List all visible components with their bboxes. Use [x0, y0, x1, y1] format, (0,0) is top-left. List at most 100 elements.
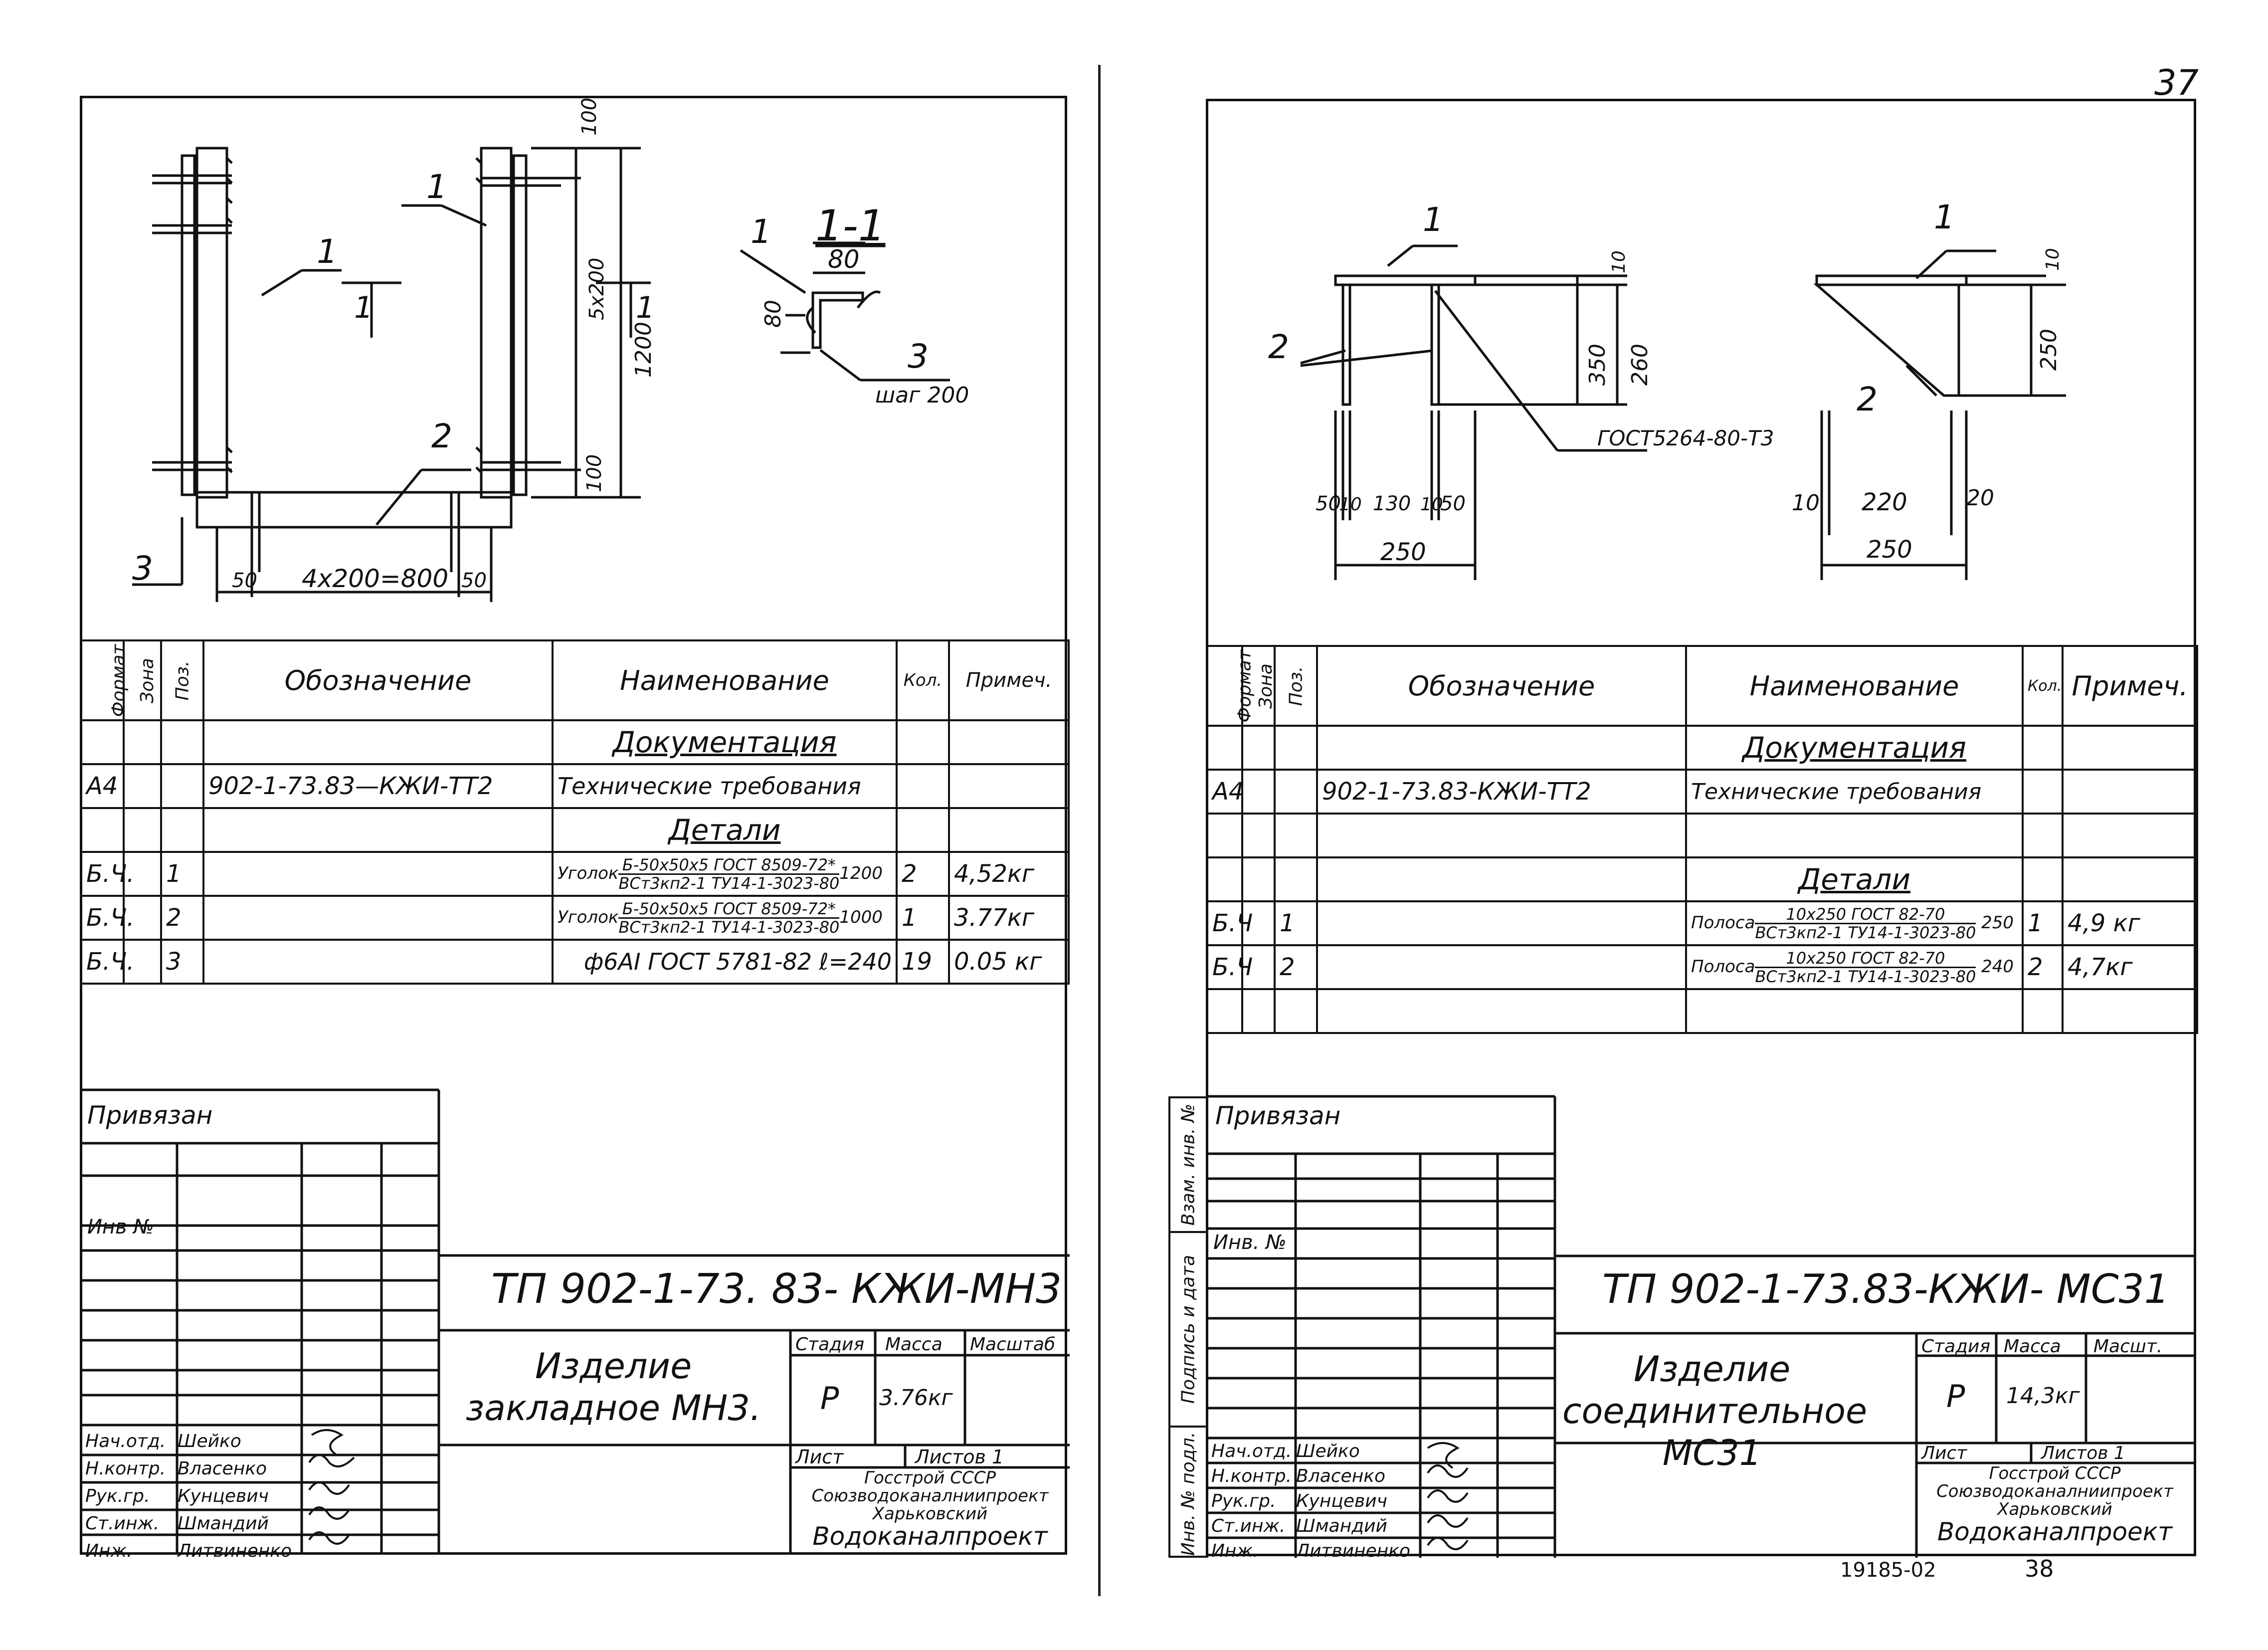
section-docs: Документация — [1685, 725, 2024, 771]
step-note: шаг 200 — [875, 383, 969, 408]
dim-4x200: 4x200=800 — [302, 564, 448, 593]
spec-header-row: Формат Зона Поз. Обозначение Наименовани… — [1206, 645, 2198, 727]
left-drawing: 1-1 100 5x200 1200 100 80 80 50 4x200=80… — [132, 98, 969, 602]
section-parts: Детали — [552, 807, 898, 853]
section-mark-a: 1 — [354, 290, 373, 325]
dim-80w: 80 — [828, 245, 860, 274]
table-row: Детали — [80, 807, 1070, 853]
dim-260: 260 — [1627, 344, 1653, 386]
callout-2b: 2 — [1857, 380, 1878, 418]
sheets-label: Листов 1 — [2041, 1443, 2125, 1463]
dim-10b: 10 — [2043, 248, 2063, 271]
mass-value: 3.76кг — [879, 1385, 953, 1411]
archive-number: 19185-02 — [1840, 1559, 1936, 1582]
dim-10a: 10 — [1609, 250, 1629, 273]
dim-250a: 250 — [1380, 538, 1426, 566]
section-angle — [811, 291, 864, 349]
stage-label: Стадия — [795, 1334, 865, 1355]
dim-10e: 10 — [1792, 490, 1820, 516]
dim-1200: 1200 — [631, 322, 656, 378]
col-name: Наименование — [552, 639, 898, 721]
plate-1 — [1334, 274, 1477, 286]
page-number: 37 — [2154, 62, 2199, 103]
mass-value: 14,3кг — [2006, 1383, 2080, 1409]
scale-label: Масштаб — [970, 1334, 1056, 1355]
page-divider — [1098, 65, 1101, 1596]
table-row — [1206, 813, 2198, 858]
right-item-name: Изделие соединительное МС31 — [1562, 1349, 1868, 1473]
col-note: Примеч. — [948, 639, 1070, 721]
dim-50a: 50 — [232, 569, 257, 592]
col-zone: Зона — [1241, 645, 1276, 727]
mass-label: Масса — [2004, 1336, 2061, 1357]
left-item-name: Изделие закладное МН3. — [465, 1346, 761, 1429]
callout-1a: 1 — [1423, 201, 1444, 239]
right-doc-code: ТП 902-1-73.83-КЖИ- МС31 — [1602, 1266, 2170, 1312]
right-post-flange — [512, 154, 528, 496]
bottom-angle — [195, 491, 513, 529]
dim-10d: 10 — [1420, 494, 1443, 515]
dim-20: 20 — [1966, 485, 1994, 511]
callout-1c: 1 — [751, 212, 771, 251]
privyazan-label: Привязан — [1215, 1101, 1341, 1130]
table-row: А4 902-1-73.83-КЖИ-ТТ2 Технические требо… — [1206, 769, 2198, 815]
col-qty: Кол. — [2022, 645, 2064, 727]
dim-5x200: 5x200 — [585, 258, 608, 320]
stage-label: Стадия — [1921, 1336, 1991, 1357]
dim-250b: 250 — [1867, 536, 1912, 564]
table-row: Детали — [1206, 856, 2198, 902]
section-title: 1-1 — [815, 201, 885, 251]
footer-page: 38 — [2025, 1555, 2054, 1582]
col-pos: Поз. — [1274, 645, 1318, 727]
left-spec-table: Формат Зона Поз. Обозначение Наименовани… — [80, 639, 1070, 985]
right-drawing: 10 350 260 10 250 50 10 130 10 50 250 10… — [1268, 198, 2066, 580]
dim-100a: 100 — [578, 98, 601, 136]
callout-1b: 1 — [426, 168, 447, 206]
dim-350: 350 — [1585, 344, 1610, 386]
dim-100b: 100 — [583, 454, 606, 492]
callout-2: 2 — [431, 417, 452, 455]
strip-2a — [1341, 283, 1351, 406]
sheets-label: Листов 1 — [915, 1446, 1004, 1468]
dim-80h: 80 — [760, 300, 786, 328]
section-docs: Документация — [552, 719, 898, 765]
org-block: Госстрой СССР Союзводоканалниипроект Хар… — [1936, 1463, 2173, 1546]
col-format: Формат — [80, 639, 129, 721]
callout-1a: 1 — [317, 232, 338, 271]
privyazan-label: Привязан — [87, 1101, 213, 1130]
left-post — [195, 147, 228, 499]
left-doc-code: ТП 902-1-73. 83- КЖИ-МН3 — [491, 1265, 1062, 1313]
inv-label: Инв № — [87, 1216, 154, 1238]
sheet-label: Лист — [1921, 1443, 1967, 1463]
table-row: Документация — [1206, 725, 2198, 771]
table-row: Документация — [80, 719, 1070, 765]
right-post — [480, 147, 513, 499]
dim-50b: 50 — [461, 569, 487, 592]
stage-value: Р — [1946, 1378, 1965, 1415]
spec-header-row: Формат Зона Поз. Обозначение Наименовани… — [80, 639, 1070, 721]
side-strip: Взам. инв. № Подпись и дата Инв. № подл. — [1168, 1096, 1208, 1558]
col-designation: Обозначение — [202, 639, 554, 721]
gusset-2 — [1813, 283, 1960, 397]
strip-2b — [1430, 283, 1440, 406]
section-mark-b: 1 — [636, 290, 655, 325]
col-format: Формат — [1206, 645, 1255, 727]
org-block: Госстрой СССР Союзводоканалниипроект Хар… — [811, 1468, 1049, 1551]
sheet-label: Лист — [795, 1446, 844, 1468]
dim-50a: 50 — [1316, 492, 1341, 515]
plate-1-side — [1815, 274, 1968, 286]
right-sheet: 10 350 260 10 250 50 10 130 10 50 250 10… — [1168, 99, 2198, 1561]
right-spec-table: Формат Зона Поз. Обозначение Наименовани… — [1206, 645, 2198, 1034]
col-pos: Поз. — [160, 639, 204, 721]
section-parts: Детали — [1685, 856, 2024, 902]
people-block: Нач.отд.Шейко Н.контр.Власенко Рук.гр.Ку… — [85, 1431, 292, 1561]
callout-3b: 3 — [908, 337, 929, 376]
col-designation: Обозначение — [1316, 645, 1687, 727]
dim-130: 130 — [1373, 492, 1411, 515]
dim-250v: 250 — [2036, 329, 2062, 371]
